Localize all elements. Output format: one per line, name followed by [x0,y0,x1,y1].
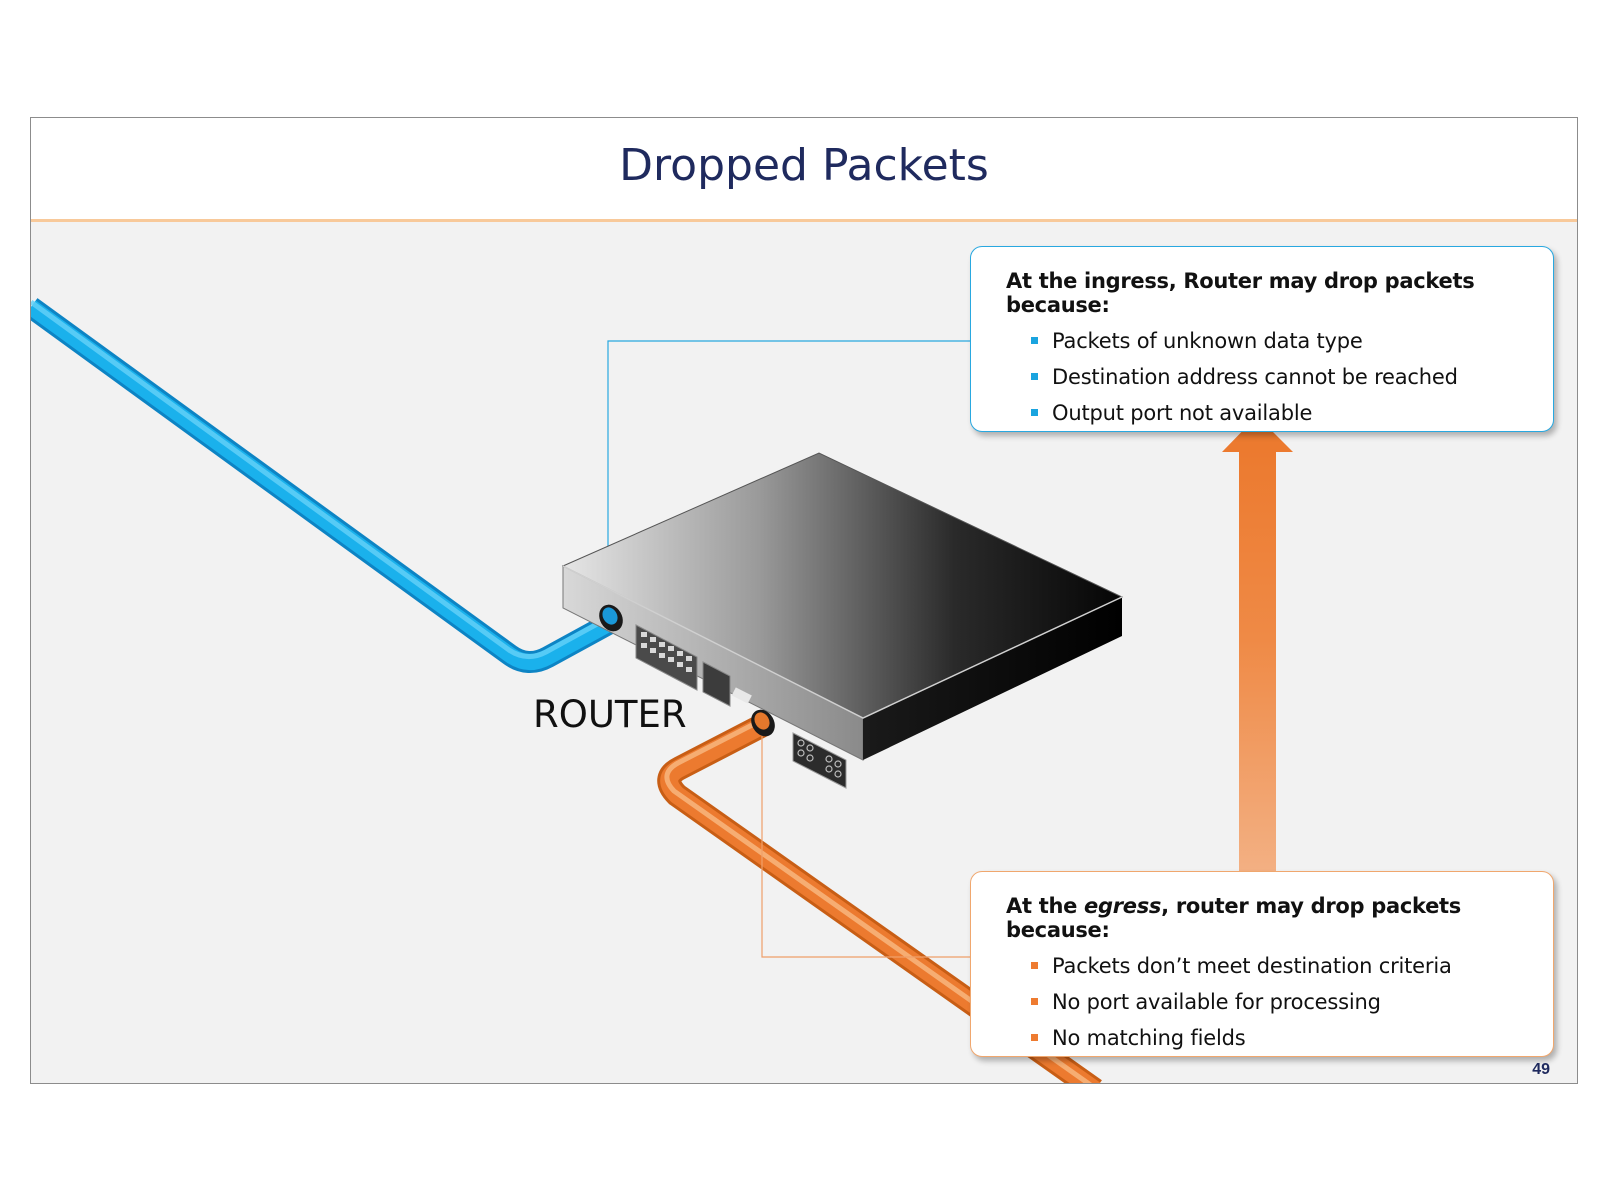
list-item: Destination address cannot be reached [1006,359,1523,395]
bullet-icon [1031,409,1038,416]
ingress-callout: At the ingress, Router may drop packets … [970,246,1554,432]
ingress-heading: At the ingress, Router may drop packets … [1006,269,1475,317]
bullet-icon [1031,373,1038,380]
bullet-icon [1031,962,1038,969]
bullet-icon [1031,998,1038,1005]
page-title: Dropped Packets [619,140,989,191]
egress-cable [657,714,1102,1083]
list-item: Packets don’t meet destination criteria [1006,948,1523,984]
router-icon [561,452,1124,789]
list-item: Output port not available [1006,395,1523,431]
ingress-cable [31,298,618,673]
upward-arrow [1222,416,1293,872]
list-item: No matching fields [1006,1020,1523,1056]
list-item: No port available for processing [1006,984,1523,1020]
page-number: 49 [1532,1061,1550,1078]
ingress-connector [607,340,971,612]
router-label: ROUTER [533,693,687,736]
egress-callout: At the egress, router may drop packets b… [970,871,1554,1057]
egress-reason-list: Packets don’t meet destination criteria … [1006,948,1523,1056]
title-bar: Dropped Packets [31,118,1577,222]
list-item: Packets of unknown data type [1006,323,1523,359]
egress-connector [761,727,971,958]
ingress-reason-list: Packets of unknown data type Destination… [1006,323,1523,431]
bullet-icon [1031,1034,1038,1041]
egress-heading: At the egress, router may drop packets b… [1006,894,1461,942]
bullet-icon [1031,337,1038,344]
